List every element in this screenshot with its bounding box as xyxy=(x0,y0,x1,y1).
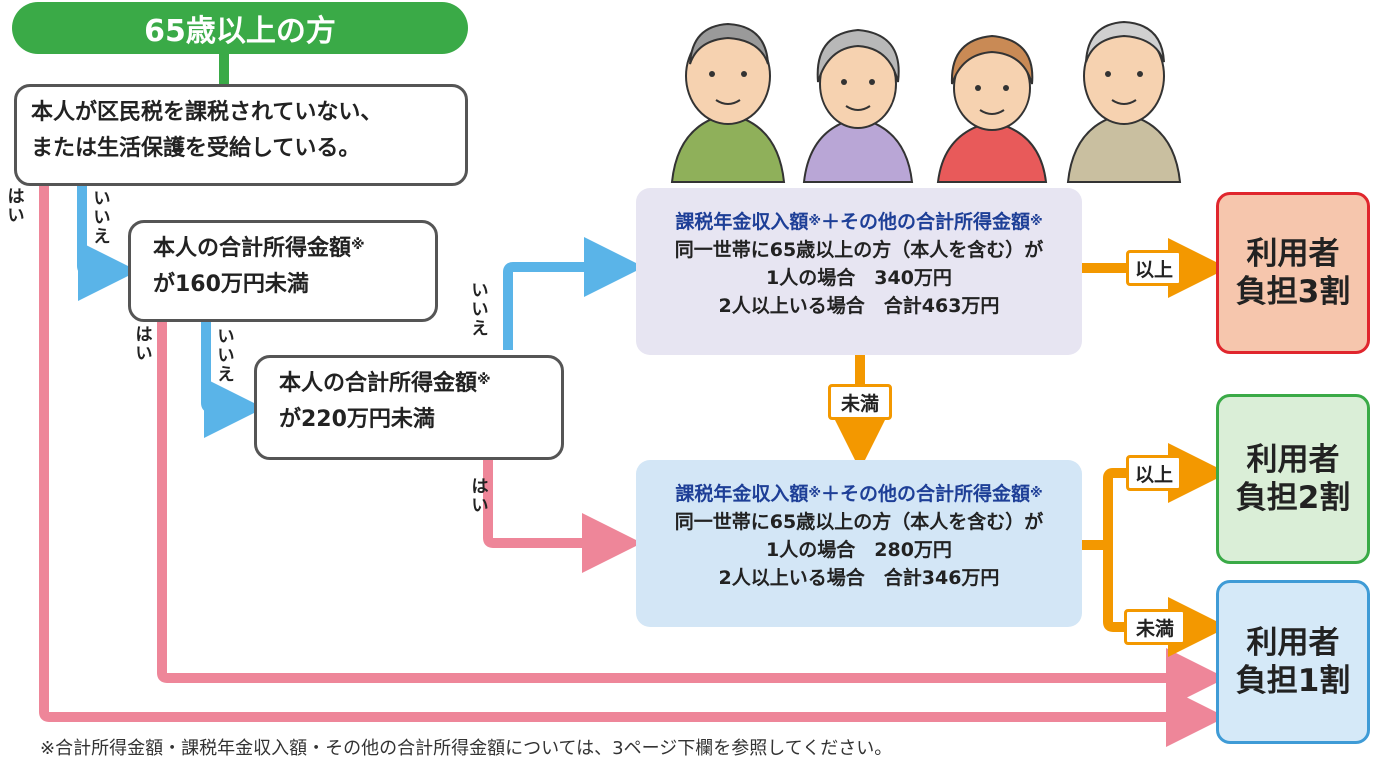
question-box-income-160: 本人の合計所得金額※ が160万円未満 xyxy=(128,220,438,322)
q1-line2: または生活保護を受給している。 xyxy=(31,136,361,161)
arrow-c2-under xyxy=(1103,545,1228,657)
label-c1-over: 以上 xyxy=(1126,250,1182,286)
result-3-line2: 負担3割 xyxy=(1235,274,1351,310)
result-2-line1: 利用者 xyxy=(1246,442,1340,478)
arrow-q1-no xyxy=(77,186,138,301)
q3-line1: 本人の合計所得金額 xyxy=(279,371,478,396)
arrow-q2-no xyxy=(201,322,264,438)
four-seniors-illustration xyxy=(670,20,1182,183)
criteria-box-upper: 課税年金収入額※＋その他の合計所得金額※ 同一世帯に65歳以上の方（本人を含む）… xyxy=(636,188,1082,355)
criteria-lower-line1: 同一世帯に65歳以上の方（本人を含む）が xyxy=(674,511,1044,533)
criteria-lower-title: 課税年金収入額※＋その他の合計所得金額※ xyxy=(675,483,1043,505)
label-q3-no: いいえ xyxy=(471,281,489,339)
label-c2-over: 以上 xyxy=(1126,455,1182,491)
q2-line2: が160万円未満 xyxy=(153,272,309,297)
q1-line1: 本人が区民税を課税されていない、 xyxy=(31,100,383,125)
q2-footnote-mark: ※ xyxy=(351,237,365,253)
result-1-line2: 負担1割 xyxy=(1235,663,1351,699)
footnote: ※合計所得金額・課税年金収入額・その他の合計所得金額については、3ページ下欄を参… xyxy=(40,738,893,759)
q3-footnote-mark: ※ xyxy=(477,372,491,388)
criteria-upper-line2: 1人の場合 340万円 xyxy=(766,267,952,289)
label-c2-under: 未満 xyxy=(1124,609,1186,645)
header-title: 65歳以上の方 xyxy=(144,14,336,49)
criteria-upper-line1: 同一世帯に65歳以上の方（本人を含む）が xyxy=(674,239,1044,261)
criteria-box-lower: 課税年金収入額※＋その他の合計所得金額※ 同一世帯に65歳以上の方（本人を含む）… xyxy=(636,460,1082,627)
label-q1-yes: はい xyxy=(7,187,25,226)
result-1-line1: 利用者 xyxy=(1246,625,1340,661)
header-pill: 65歳以上の方 xyxy=(12,2,468,54)
criteria-upper-title: 課税年金収入額※＋その他の合計所得金額※ xyxy=(675,211,1043,233)
label-q3-yes: はい xyxy=(471,477,489,516)
criteria-lower-line2: 1人の場合 280万円 xyxy=(766,539,952,561)
label-q2-no: いいえ xyxy=(217,327,235,385)
arrow-q3-no xyxy=(503,237,644,350)
label-c1-under: 未満 xyxy=(828,384,892,420)
q3-line2: が220万円未満 xyxy=(279,407,435,432)
result-box-30-percent: 利用者 負担3割 xyxy=(1216,192,1370,354)
q2-line1: 本人の合計所得金額 xyxy=(153,236,352,261)
question-box-income-220: 本人の合計所得金額※ が220万円未満 xyxy=(254,355,564,460)
label-q2-yes: はい xyxy=(135,325,153,364)
question-box-tax-status: 本人が区民税を課税されていない、 または生活保護を受給している。 xyxy=(14,84,468,186)
arrow-q3-yes xyxy=(483,460,642,573)
result-3-line1: 利用者 xyxy=(1246,236,1340,272)
criteria-lower-line3: 2人以上いる場合 合計346万円 xyxy=(718,567,1000,589)
result-box-10-percent: 利用者 負担1割 xyxy=(1216,580,1370,744)
label-q1-no: いいえ xyxy=(93,189,111,247)
arrow-q1-yes xyxy=(39,186,1226,747)
result-box-20-percent: 利用者 負担2割 xyxy=(1216,394,1370,564)
arrow-q2-yes xyxy=(157,322,1226,708)
arrow-c2-over xyxy=(1103,443,1228,545)
result-2-line2: 負担2割 xyxy=(1235,480,1351,516)
criteria-upper-line3: 2人以上いる場合 合計463万円 xyxy=(718,295,1000,317)
